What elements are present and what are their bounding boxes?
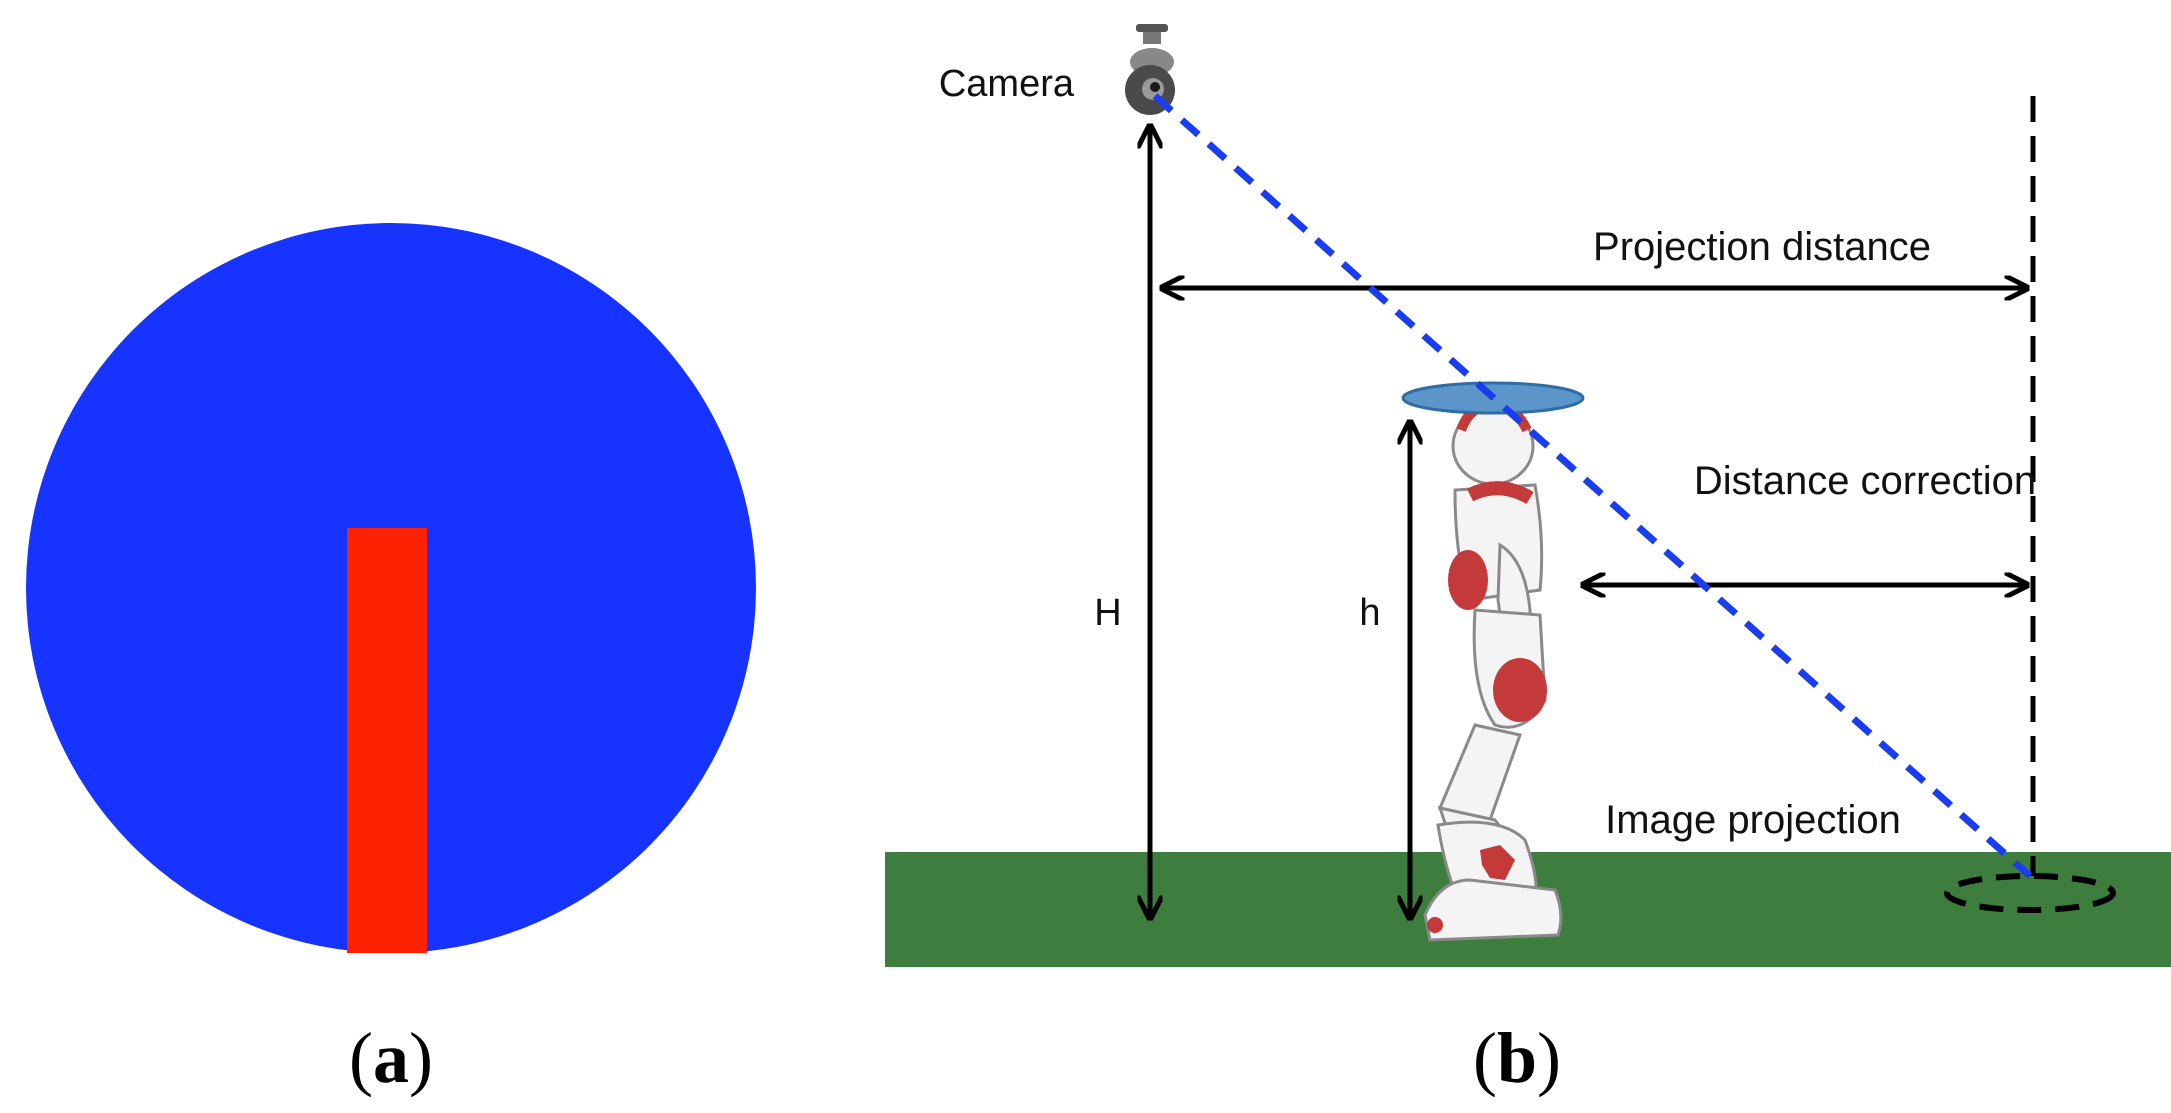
distance-correction-label: Distance correction [1694, 459, 2036, 503]
projection-distance-label: Projection distance [1593, 225, 1931, 269]
robot-icon [1423, 399, 1563, 942]
sight-line [1152, 93, 2033, 879]
panel-b: Camera H Projection distance Distance co… [885, 24, 2171, 1098]
image-projection-ellipse [1944, 873, 2116, 913]
red-bar [347, 528, 427, 953]
height-H-label: H [1094, 592, 1121, 634]
image-projection-label: Image projection [1605, 798, 1901, 842]
caption-b: (b) [1473, 1018, 1561, 1098]
panel-a: (a) [26, 223, 756, 1098]
caption-a: (a) [349, 1018, 433, 1098]
camera-icon [1125, 24, 1175, 115]
height-h-label: h [1359, 592, 1380, 634]
camera-label: Camera [939, 63, 1075, 105]
